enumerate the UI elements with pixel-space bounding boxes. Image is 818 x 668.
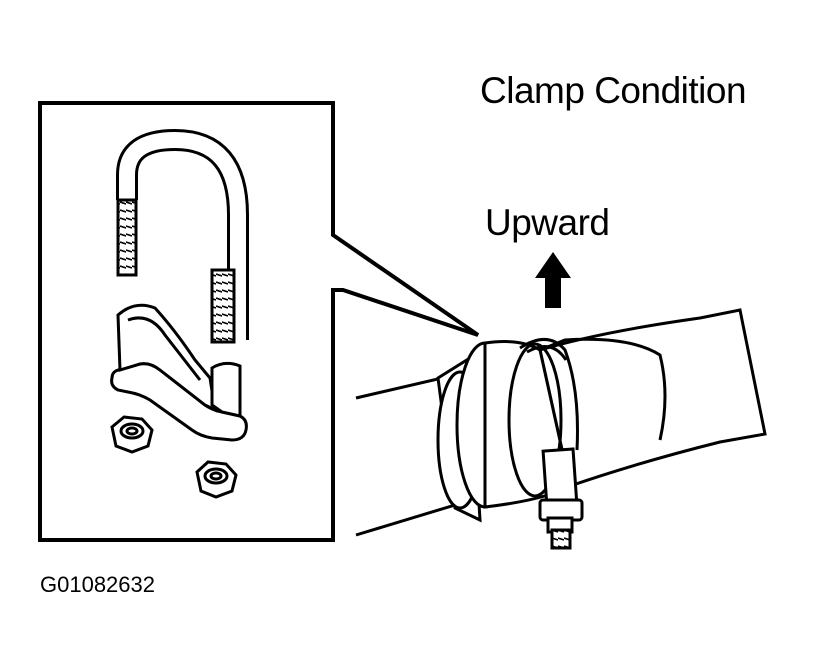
nut-1-icon	[110, 415, 154, 454]
assembled-clamp-icon	[436, 338, 584, 550]
nut-2-icon	[195, 460, 238, 499]
u-bolt-icon	[116, 128, 249, 344]
inset-callout-box	[38, 101, 480, 542]
diagram-title: Clamp Condition	[480, 70, 747, 111]
figure-id: G01082632	[40, 572, 155, 597]
direction-label: Upward	[485, 202, 610, 243]
clamp-saddle-icon	[110, 303, 248, 442]
upward-arrow-icon	[535, 252, 571, 308]
